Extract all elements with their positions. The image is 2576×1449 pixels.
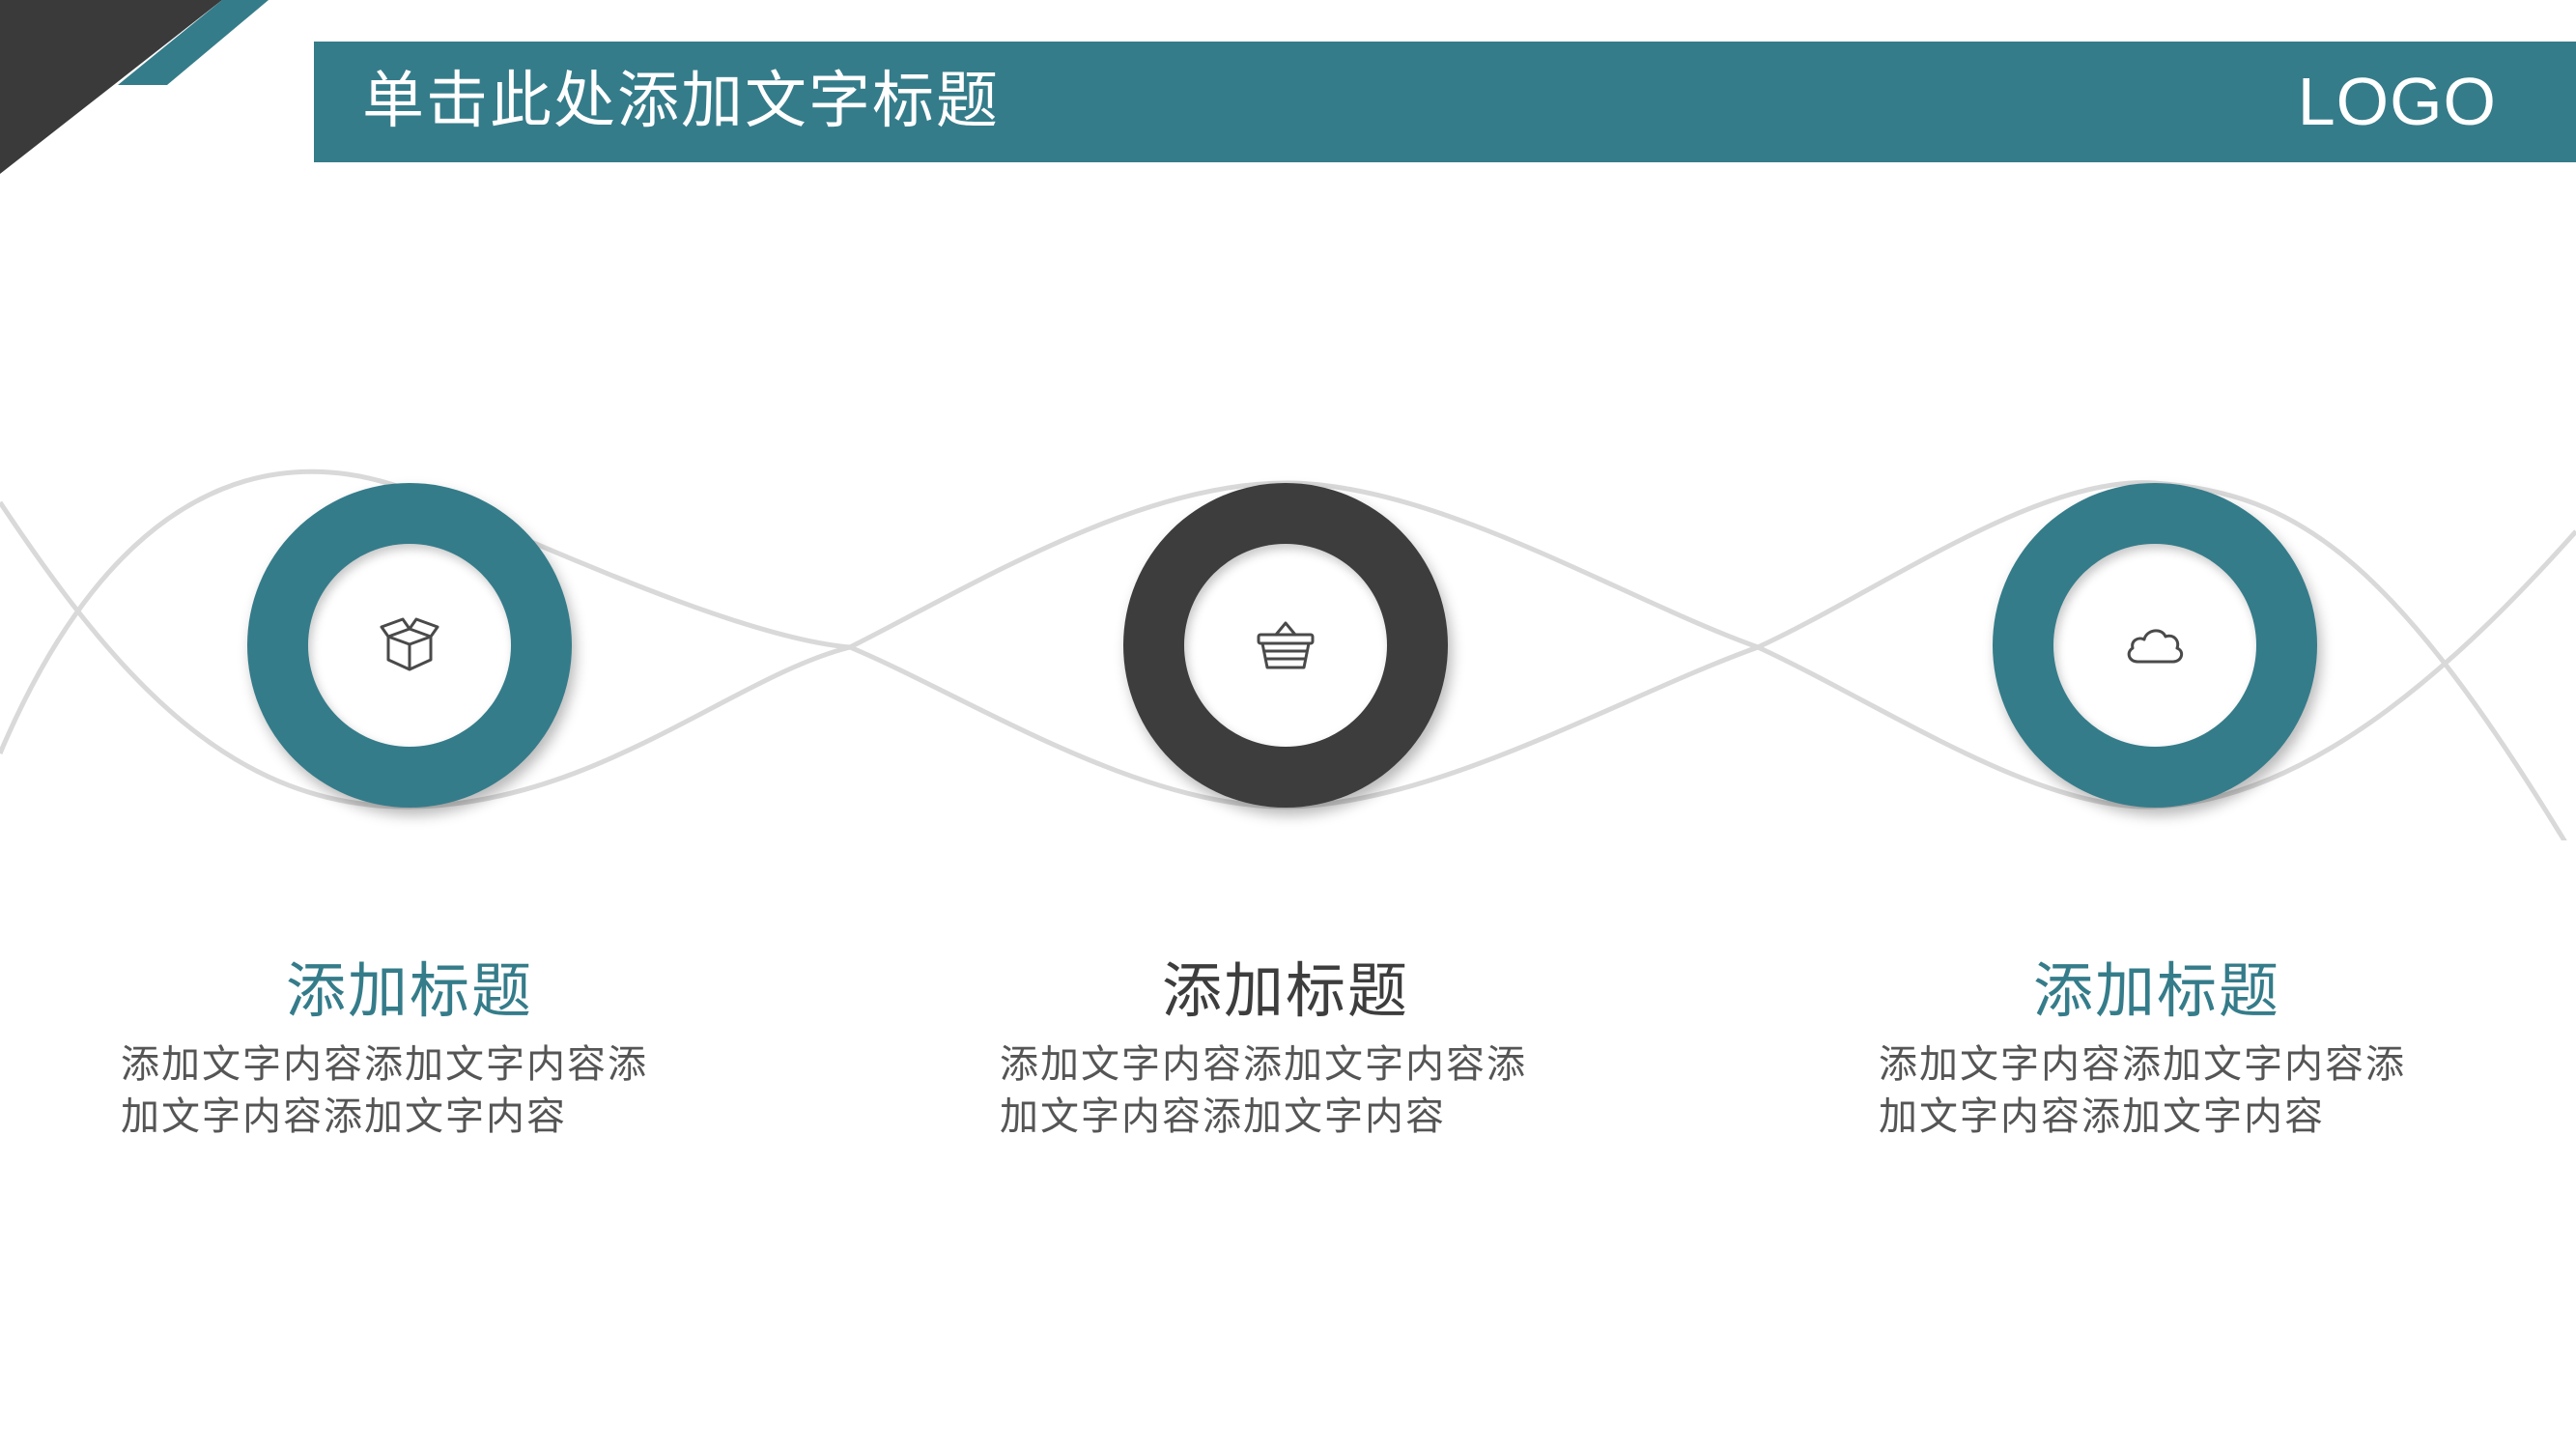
ring-3 xyxy=(1993,483,2317,808)
item-body-line: 加文字内容添加文字内容 xyxy=(1879,1094,2325,1139)
item-body-line: 加文字内容添加文字内容 xyxy=(121,1094,567,1139)
item-body-line: 添加文字内容添加文字内容添 xyxy=(1000,1042,1527,1087)
box-icon xyxy=(380,617,439,671)
slide-title[interactable]: 单击此处添加文字标题 xyxy=(362,66,1000,137)
item-body-1: 添加文字内容添加文字内容添 加文字内容添加文字内容 xyxy=(121,1038,691,1143)
ring-1 xyxy=(247,483,572,808)
ring-inner xyxy=(308,544,511,747)
header-bar: 单击此处添加文字标题 LOGO xyxy=(314,42,2576,162)
ring-2 xyxy=(1123,483,1448,808)
item-title-2: 添加标题 xyxy=(1161,955,1409,1026)
item-body-line: 添加文字内容添加文字内容添 xyxy=(121,1042,648,1087)
ring-inner xyxy=(2053,544,2256,747)
ring-inner xyxy=(1184,544,1387,747)
item-body-2: 添加文字内容添加文字内容添 加文字内容添加文字内容 xyxy=(1000,1038,1570,1143)
item-title-1: 添加标题 xyxy=(285,955,533,1026)
item-body-line: 加文字内容添加文字内容 xyxy=(1000,1094,1446,1139)
item-body-line: 添加文字内容添加文字内容添 xyxy=(1879,1042,2406,1087)
item-body-3: 添加文字内容添加文字内容添 加文字内容添加文字内容 xyxy=(1879,1038,2449,1143)
basket-icon xyxy=(1257,621,1315,669)
cloud-icon xyxy=(2127,629,2184,664)
item-title-3: 添加标题 xyxy=(2032,955,2280,1026)
corner-decoration xyxy=(0,0,269,174)
logo: LOGO xyxy=(2297,64,2497,139)
